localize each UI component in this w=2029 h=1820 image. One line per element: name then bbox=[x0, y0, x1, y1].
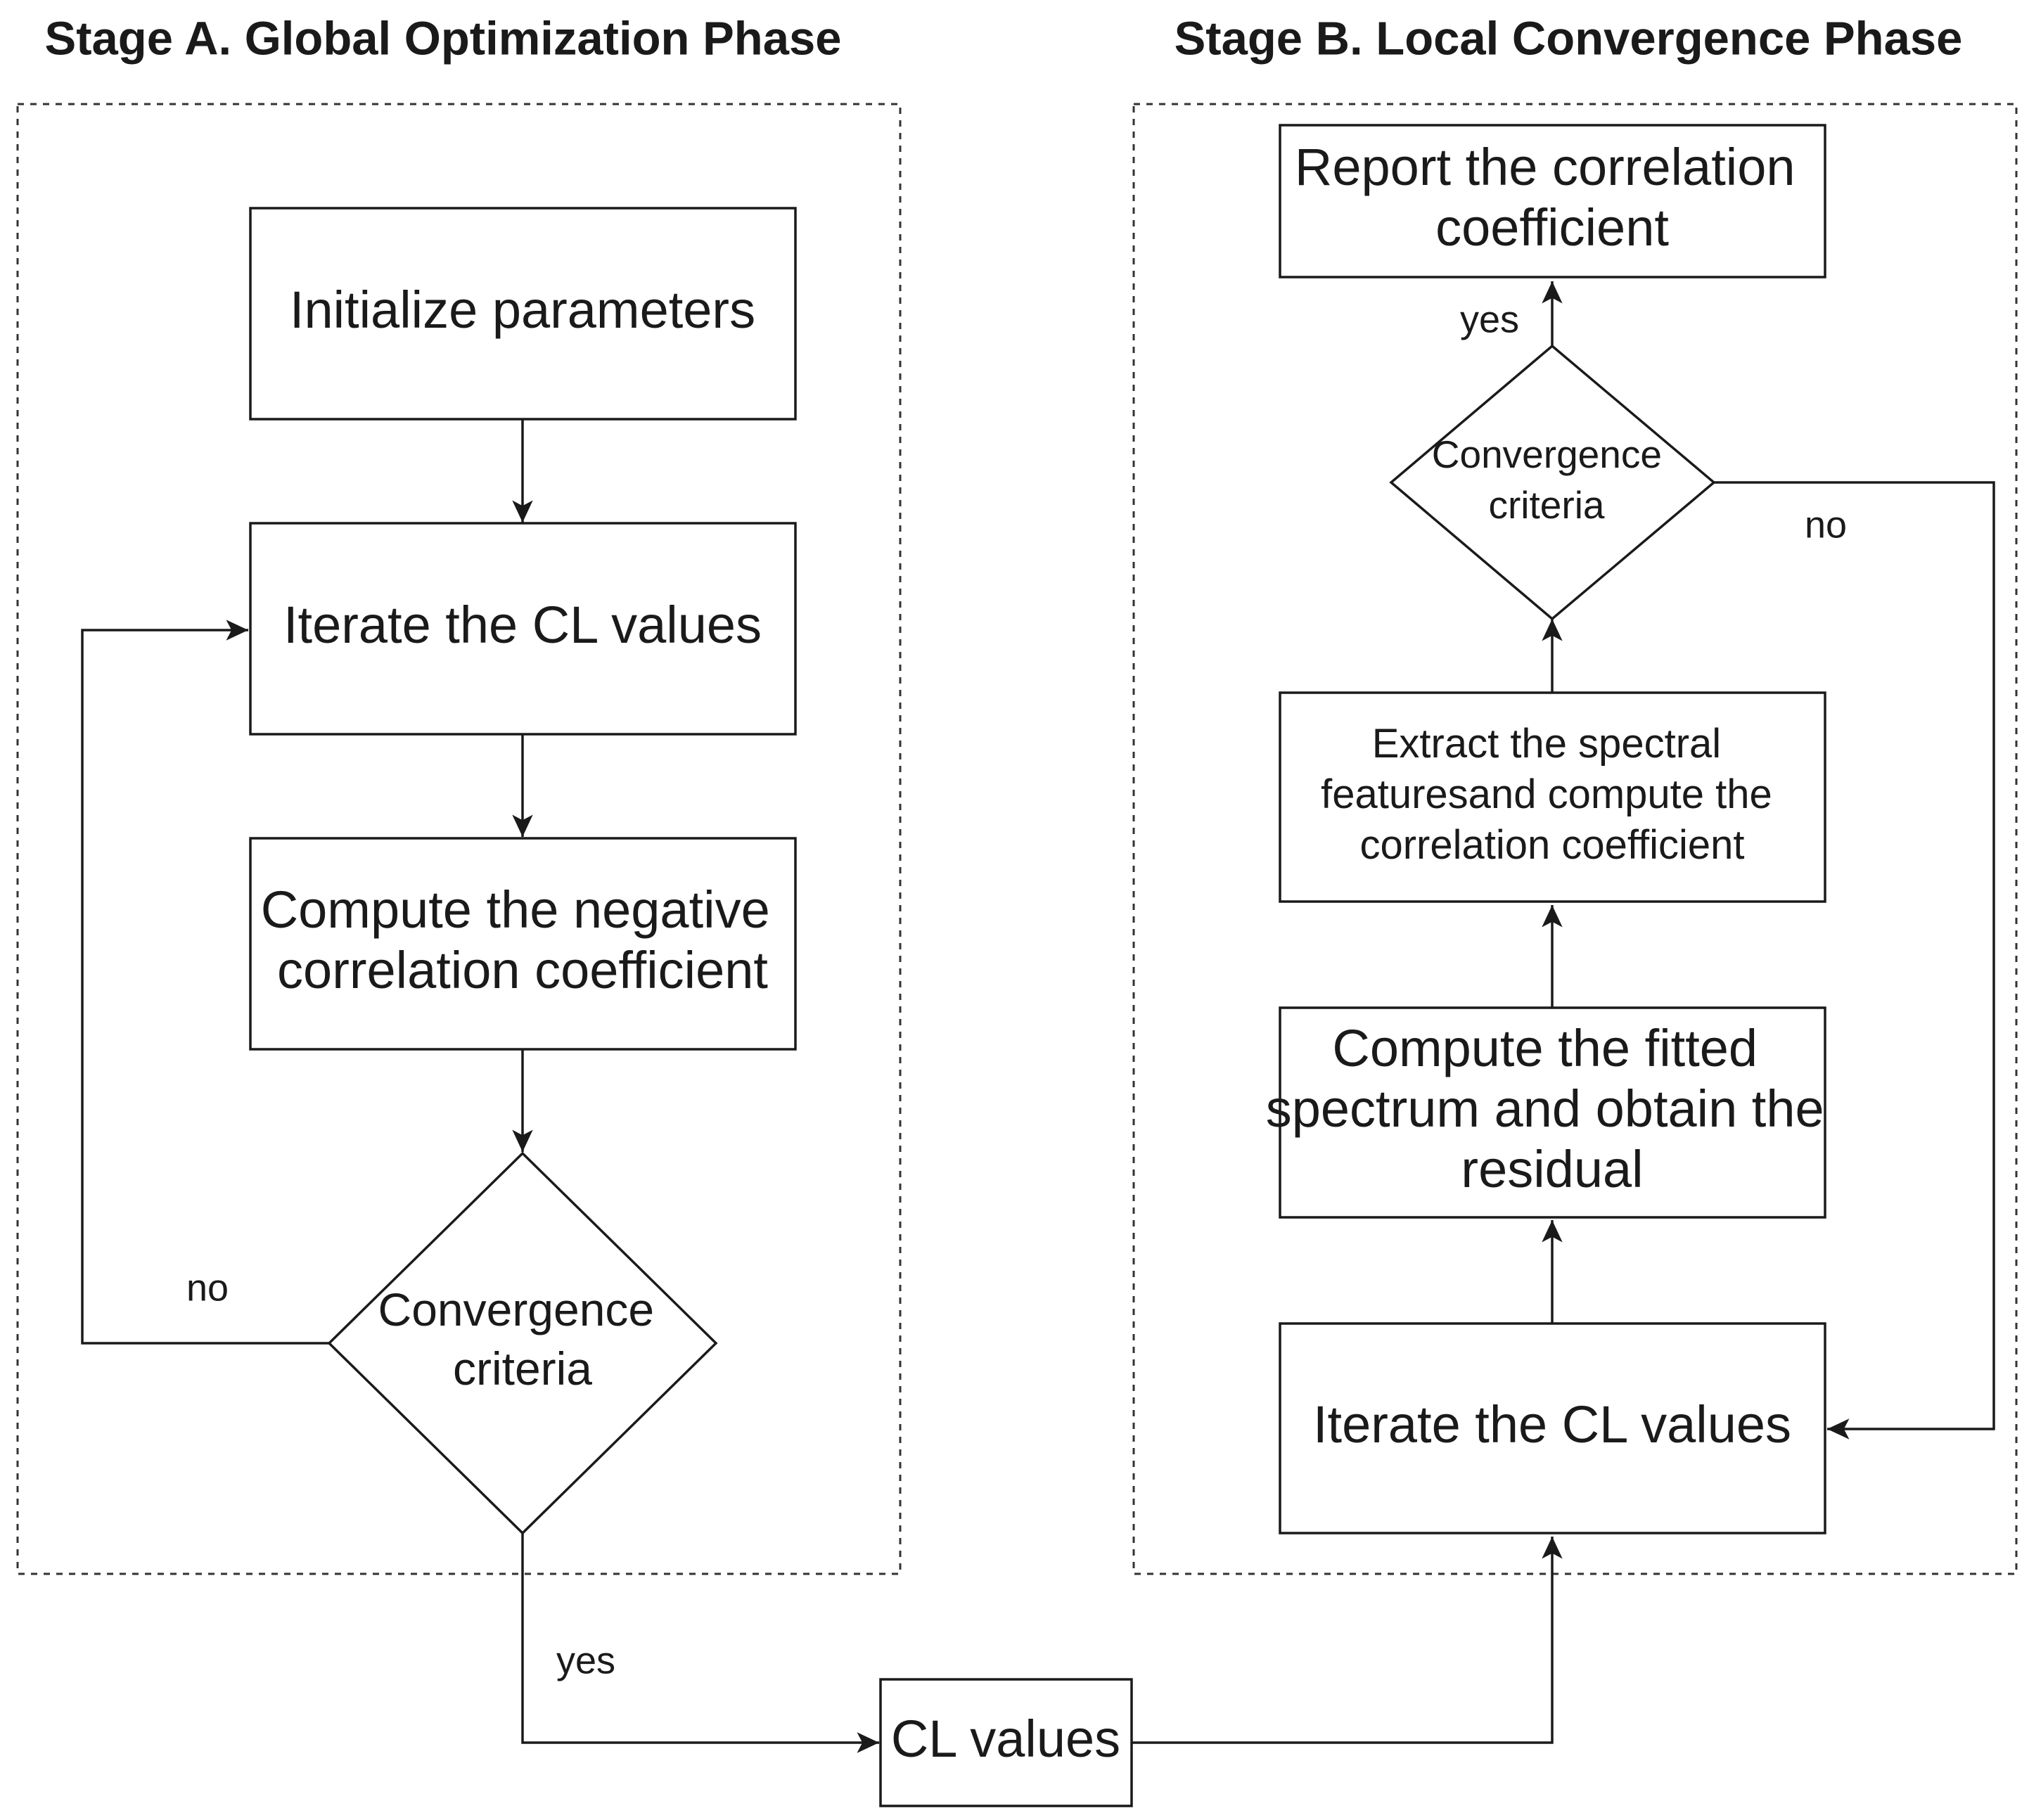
stage-a-no-label: no bbox=[186, 1267, 229, 1309]
stage-a-decision-label: Convergence criteria bbox=[378, 1283, 667, 1395]
stage-b-extract-line-2: featuresand compute the bbox=[1321, 771, 1772, 817]
stage-b-decision-line-2: criteria bbox=[1488, 483, 1604, 527]
edge-cl-to-b-iterate bbox=[1132, 1537, 1563, 1744]
stage-b-fitted-line-1: Compute the fitted bbox=[1332, 1019, 1758, 1077]
stage-b-report-node: Report the correlation coefficient bbox=[1279, 124, 1826, 278]
edge-a-decision-no-loop bbox=[81, 620, 329, 1345]
stage-b-fitted-line-3: residual bbox=[1461, 1140, 1643, 1198]
stage-a-iterate-label: Iterate the CL values bbox=[283, 596, 762, 654]
stage-a-yes-label: yes bbox=[556, 1639, 615, 1681]
stage-b-decision-line-1: Convergence bbox=[1432, 432, 1662, 476]
stage-b-iterate-line: Iterate the CL values bbox=[1313, 1395, 1791, 1454]
stage-b-decision-label: Convergence criteria bbox=[1432, 432, 1672, 527]
stage-a-compute-line-1: Compute the negative bbox=[261, 880, 770, 939]
stage-b-title: Stage B. Local Convergence Phase bbox=[1174, 13, 1963, 65]
cl-values-node: CL values bbox=[879, 1678, 1133, 1807]
stage-b-fitted-label: Compute the fitted spectrum and obtain t… bbox=[1266, 1019, 1839, 1198]
stage-a-initialize-label: Initialize parameters bbox=[290, 281, 755, 339]
stage-a-decision-node: Convergence criteria bbox=[327, 1151, 718, 1535]
stage-a-compute-node: Compute the negative correlation coeffic… bbox=[249, 837, 797, 1051]
stage-b-fitted-line-2: spectrum and obtain the bbox=[1266, 1079, 1824, 1138]
stage-a-title: Stage A. Global Optimization Phase bbox=[45, 13, 842, 65]
stage-a-compute-line-2: correlation coefficient bbox=[277, 941, 768, 999]
stage-a-decision-line-2: criteria bbox=[453, 1342, 592, 1395]
stage-a-initialize-line: Initialize parameters bbox=[290, 281, 755, 339]
stage-a-initialize-node: Initialize parameters bbox=[249, 207, 797, 421]
stage-b-report-line-1: Report the correlation bbox=[1295, 138, 1796, 196]
stage-b-iterate-label: Iterate the CL values bbox=[1313, 1395, 1791, 1454]
stage-a-decision-line-1: Convergence bbox=[378, 1283, 655, 1335]
stage-a-iterate-line: Iterate the CL values bbox=[283, 596, 762, 654]
stage-a-iterate-node: Iterate the CL values bbox=[249, 522, 797, 736]
stage-b-report-label: Report the correlation coefficient bbox=[1295, 138, 1810, 257]
edge-b-decision-no-loop bbox=[1714, 481, 1995, 1440]
stage-b-decision-node: Convergence criteria bbox=[1389, 344, 1716, 621]
cl-values-line: CL values bbox=[891, 1710, 1120, 1768]
edge-a-decision-yes-to-cl bbox=[521, 1533, 879, 1753]
stage-b-iterate-node: Iterate the CL values bbox=[1279, 1322, 1826, 1534]
stage-b-extract-node: Extract the spectral featuresand compute… bbox=[1279, 691, 1826, 903]
cl-values-label: CL values bbox=[891, 1710, 1120, 1768]
stage-a-compute-label: Compute the negative correlation coeffic… bbox=[261, 880, 785, 999]
stage-b-extract-line-3: correlation coefficient bbox=[1359, 822, 1744, 868]
stage-b-fitted-node: Compute the fitted spectrum and obtain t… bbox=[1266, 1006, 1839, 1219]
stage-b-yes-label: yes bbox=[1460, 298, 1519, 340]
stage-b-extract-label: Extract the spectral featuresand compute… bbox=[1321, 721, 1784, 868]
stage-b-extract-line-1: Extract the spectral bbox=[1372, 721, 1721, 767]
stage-b-no-label: no bbox=[1805, 504, 1847, 546]
stage-b-report-line-2: coefficient bbox=[1435, 198, 1669, 257]
